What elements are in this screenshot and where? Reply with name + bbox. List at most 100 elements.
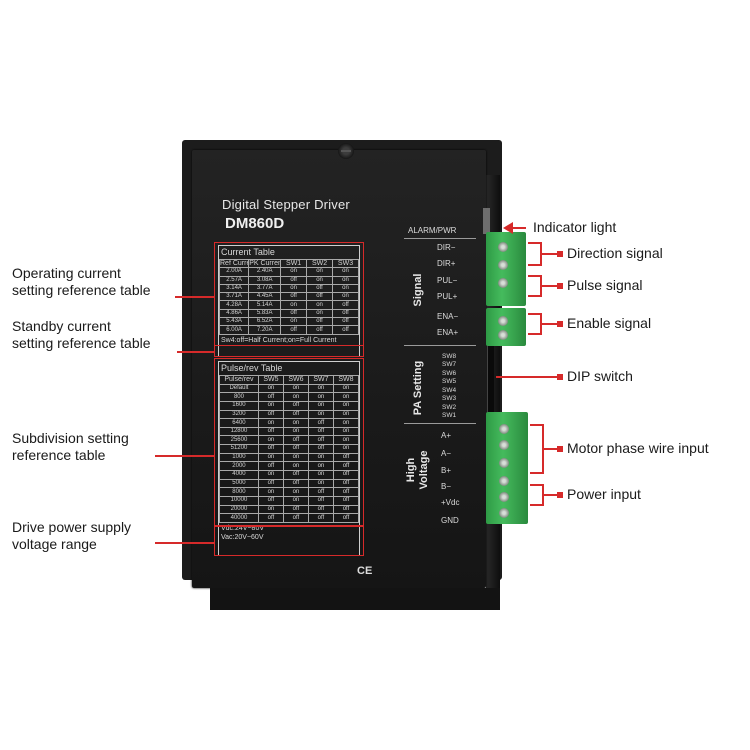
leader-dip [496, 376, 560, 378]
leader-voltage-range [155, 542, 215, 544]
voltage-line-ac: Vac:20V~60V [221, 533, 264, 541]
screw-icon [338, 143, 354, 159]
hv-group-label: High Voltage [405, 450, 430, 490]
leader-motor [542, 448, 560, 450]
alarm-pwr-label: ALARM/PWR [408, 226, 457, 235]
leader-pulse [540, 285, 560, 287]
leader-operating-current [175, 296, 215, 298]
ce-mark: CE [357, 565, 373, 577]
power-pin-label: A− [441, 449, 452, 458]
callout-dip-switch: DIP switch [567, 368, 633, 384]
current-table-grid: Ref CurrentPK CurrentSW1SW2SW32.00A2.40A… [218, 258, 359, 335]
callout-standby-current: Standby current setting reference table [12, 318, 151, 351]
pa-group-label: PA Setting [412, 360, 424, 416]
bracket-pulse [528, 275, 542, 277]
terminal-screw-icon [498, 278, 508, 288]
terminal-screw-icon [499, 440, 509, 450]
signal-terminal-top [486, 232, 526, 306]
dip-switch-label: SW2 [442, 404, 457, 411]
pulse-table-cell: off [332, 513, 360, 523]
callout-operating-current: Operating current setting reference tabl… [12, 265, 151, 298]
bracket-enable [528, 313, 542, 315]
leader-indicator [512, 227, 526, 229]
leader-subdivision [155, 455, 215, 457]
bracket-enable [528, 333, 542, 335]
terminal-screw-icon [498, 242, 508, 252]
bracket-pulse [528, 295, 542, 297]
leader-power [542, 494, 560, 496]
terminal-screw-icon [499, 476, 509, 486]
frame-operating-current [214, 242, 364, 346]
signal-pin-label: PUL+ [437, 292, 458, 301]
power-pin-label: +Vdc [441, 498, 460, 507]
voltage-line-dc: Vdc:24V~80V [221, 524, 265, 532]
bracket-direction [528, 264, 542, 266]
bracket-motor [530, 424, 544, 426]
current-table-title: Current Table [221, 247, 275, 257]
current-table-cell: off [332, 325, 359, 335]
product-title: Digital Stepper Driver [222, 197, 350, 212]
power-pin-label: B+ [441, 466, 452, 475]
terminal-screw-icon [499, 492, 509, 502]
callout-voltage-range: Drive power supply voltage range [12, 519, 132, 552]
terminal-screw-icon [499, 458, 509, 468]
current-table-cell: 7.20A [248, 325, 282, 335]
dip-switch-label: SW6 [442, 370, 457, 377]
leader-dot [557, 251, 563, 257]
bracket-power [530, 504, 544, 506]
bracket-power [530, 484, 544, 486]
power-pin-label: GND [441, 516, 459, 525]
dip-switch-label: SW3 [442, 395, 457, 402]
signal-pin-label: DIR− [437, 243, 456, 252]
terminal-screw-icon [499, 508, 509, 518]
current-table: Current Table Ref CurrentPK CurrentSW1SW… [218, 245, 360, 357]
callout-power-input: Power input [567, 486, 641, 502]
terminal-screw-icon [498, 330, 508, 340]
indicator-light-icon [483, 208, 490, 234]
product-model: DM860D [225, 215, 285, 232]
dip-switch-label: SW5 [442, 378, 457, 385]
callout-indicator-light: Indicator light [533, 219, 617, 235]
dip-switch-window [487, 345, 494, 420]
pulse-table-title: Pulse/rev Table [221, 363, 283, 373]
signal-group-label: Signal [412, 273, 424, 307]
current-table-cell: 6.00A [218, 325, 250, 335]
power-terminal [486, 412, 528, 524]
callout-enable-signal: Enable signal [567, 315, 652, 331]
leader-enable [540, 323, 560, 325]
dip-switch-label: SW7 [442, 361, 457, 368]
divider-top [404, 238, 476, 239]
dip-switch-label: SW1 [442, 412, 457, 419]
dip-switch-label: SW4 [442, 387, 457, 394]
signal-terminal-bottom [486, 308, 526, 346]
power-pin-label: B− [441, 482, 452, 491]
signal-pin-label: PUL− [437, 276, 458, 285]
dip-switch-label: SW8 [442, 353, 457, 360]
leader-standby-current [177, 351, 215, 353]
frame-voltage [214, 526, 364, 556]
indicator-arrow-icon [503, 222, 513, 234]
callout-direction-signal: Direction signal [567, 245, 663, 261]
signal-pin-label: ENA− [437, 312, 459, 321]
divider-signal [404, 345, 476, 346]
terminal-screw-icon [498, 260, 508, 270]
leader-dot [557, 492, 563, 498]
leader-dot [557, 321, 563, 327]
callout-pulse-signal: Pulse signal [567, 277, 643, 293]
leader-dot [557, 374, 563, 380]
bracket-motor [530, 472, 544, 474]
terminal-screw-icon [499, 424, 509, 434]
frame-standby-current [214, 345, 364, 357]
leader-dot [557, 283, 563, 289]
power-pin-label: A+ [441, 431, 452, 440]
leader-direction [540, 253, 560, 255]
